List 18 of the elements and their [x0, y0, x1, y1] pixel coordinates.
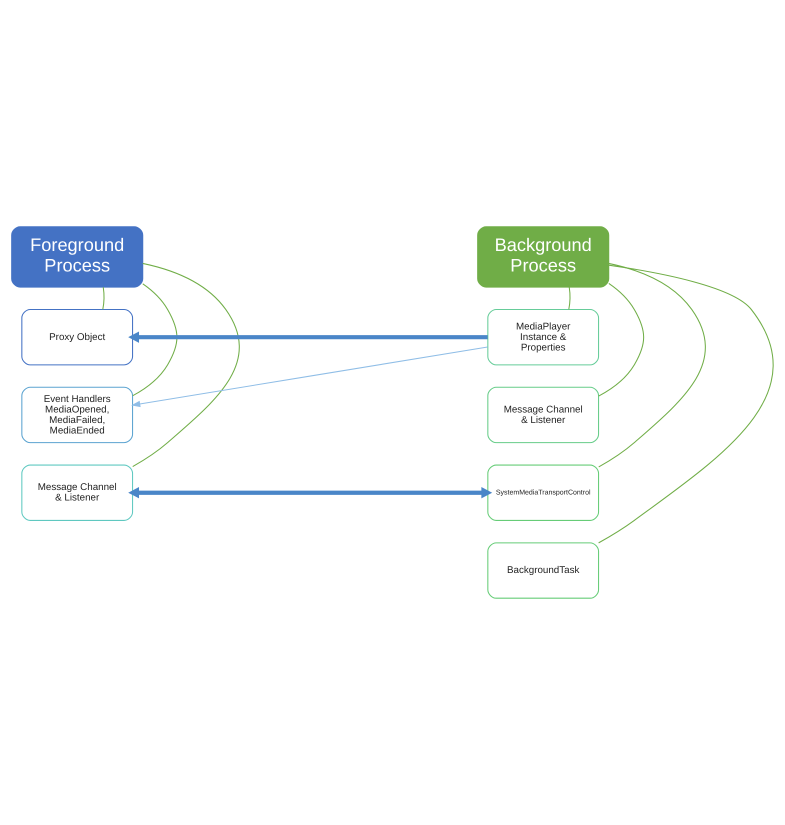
node-box: BackgroundTask: [487, 542, 600, 599]
node-box: Foreground Process: [11, 226, 144, 288]
connector: [568, 287, 571, 310]
arrow: [128, 487, 492, 498]
connector: [132, 262, 240, 468]
node-box: MediaPlayer Instance & Properties: [487, 308, 600, 366]
connector: [598, 283, 644, 397]
connector: [132, 283, 178, 396]
connector: [102, 287, 105, 310]
node-box: Proxy Object: [21, 308, 134, 366]
arrow: [131, 346, 488, 408]
node-box: Message Channel & Listener: [487, 386, 600, 444]
arrow: [128, 331, 488, 343]
node-box: Event Handlers MediaOpened, MediaFailed, MediaEnded: [21, 386, 134, 444]
connector: [598, 264, 774, 544]
node-box: Message Channel & Listener: [21, 464, 134, 521]
node-box: Background Process: [477, 226, 610, 288]
connector: [598, 262, 706, 468]
